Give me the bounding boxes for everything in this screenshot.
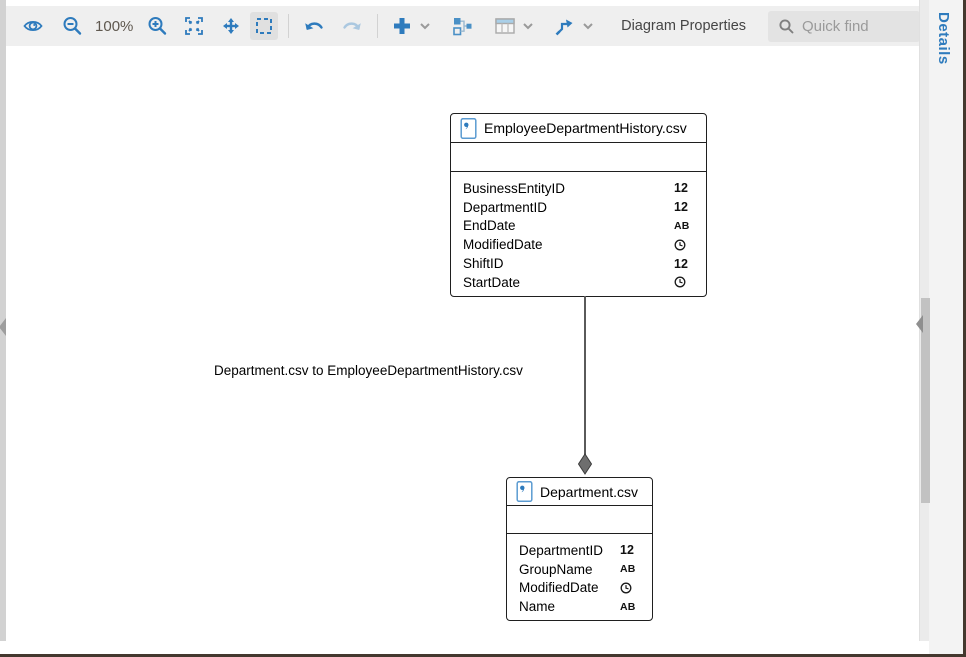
numeric-type-icon: 12 bbox=[674, 200, 688, 215]
entity-key-compartment[interactable] bbox=[451, 143, 706, 172]
field-type-glyph: 12 bbox=[674, 200, 694, 214]
relationship-diamond-end bbox=[577, 453, 593, 475]
entity-header[interactable]: Department.csv bbox=[507, 478, 652, 506]
field-type-glyph bbox=[620, 582, 640, 594]
diagram-properties-label[interactable]: Diagram Properties bbox=[621, 18, 747, 34]
entity-field-row[interactable]: ShiftID 12 bbox=[451, 254, 706, 273]
collapse-details-icon[interactable] bbox=[916, 315, 923, 333]
field-name: GroupName bbox=[519, 561, 593, 577]
entity-header[interactable]: EmployeeDepartmentHistory.csv bbox=[451, 114, 706, 143]
csv-file-icon bbox=[516, 481, 533, 502]
entity-field-row[interactable]: BusinessEntityID 12 bbox=[451, 179, 706, 198]
numeric-type-icon: 12 bbox=[620, 543, 634, 558]
string-type-icon: AB bbox=[620, 600, 636, 613]
quick-find-box[interactable] bbox=[767, 10, 920, 42]
entity-field-row[interactable]: StartDate bbox=[451, 273, 706, 292]
entity-field-row[interactable]: DepartmentID 12 bbox=[507, 541, 652, 560]
entity-title: EmployeeDepartmentHistory.csv bbox=[484, 120, 687, 136]
field-type-glyph: 12 bbox=[620, 543, 640, 557]
field-name: EndDate bbox=[463, 218, 516, 234]
tab-details[interactable]: Details bbox=[935, 12, 952, 65]
field-name: Name bbox=[519, 599, 556, 615]
scrollbar-thumb[interactable] bbox=[921, 298, 930, 503]
zoom-level[interactable]: 100% bbox=[95, 17, 134, 35]
collapse-left-icon[interactable] bbox=[0, 318, 6, 336]
diagram-canvas[interactable]: EmployeeDepartmentHistory.csv BusinessEn… bbox=[6, 46, 919, 641]
numeric-type-icon: 12 bbox=[674, 256, 688, 271]
redo-icon[interactable] bbox=[338, 12, 366, 40]
field-name: StartDate bbox=[463, 274, 521, 290]
entity-field-row[interactable]: DepartmentID 12 bbox=[451, 198, 706, 217]
relationship-connector[interactable] bbox=[584, 296, 586, 457]
chevron-down-icon[interactable] bbox=[416, 12, 434, 40]
clock-icon bbox=[674, 239, 686, 251]
field-type-glyph: AB bbox=[620, 601, 640, 613]
search-icon bbox=[779, 18, 794, 33]
entity-employeedepartmenthistory[interactable]: EmployeeDepartmentHistory.csv BusinessEn… bbox=[450, 113, 707, 297]
eye-icon[interactable] bbox=[19, 12, 47, 40]
window-border bbox=[0, 654, 966, 657]
details-panel: Details bbox=[929, 0, 963, 654]
toolbar-divider bbox=[287, 14, 289, 38]
string-type-icon: AB bbox=[620, 563, 636, 576]
field-type-glyph bbox=[674, 276, 694, 288]
toolbar-divider bbox=[377, 14, 379, 38]
clock-icon bbox=[620, 582, 632, 594]
field-name: BusinessEntityID bbox=[463, 180, 566, 196]
field-name: ModifiedDate bbox=[463, 237, 543, 253]
fit-screen-icon[interactable] bbox=[180, 12, 208, 40]
field-type-glyph: AB bbox=[674, 220, 694, 232]
field-type-glyph: 12 bbox=[674, 257, 694, 271]
field-name: DepartmentID bbox=[519, 542, 604, 558]
window-border bbox=[963, 0, 966, 657]
diagram-toolbar: 100% bbox=[6, 6, 920, 46]
move-icon[interactable] bbox=[217, 12, 245, 40]
field-type-glyph: 12 bbox=[674, 181, 694, 195]
entity-field-row[interactable]: GroupName AB bbox=[507, 560, 652, 579]
auto-layout-icon[interactable] bbox=[448, 12, 476, 40]
add-icon[interactable] bbox=[388, 12, 416, 40]
string-type-icon: AB bbox=[674, 219, 690, 232]
entity-field-row[interactable]: Name AB bbox=[507, 597, 652, 616]
quick-find-input[interactable] bbox=[801, 17, 907, 35]
csv-file-icon bbox=[460, 117, 477, 139]
undo-icon[interactable] bbox=[300, 12, 328, 40]
entity-field-row[interactable]: ModifiedDate bbox=[507, 579, 652, 598]
vertical-scrollbar[interactable] bbox=[916, 0, 930, 641]
entity-field-row[interactable]: EndDate AB bbox=[451, 217, 706, 236]
connector-style-icon[interactable] bbox=[551, 12, 579, 40]
marquee-select-icon[interactable] bbox=[250, 12, 279, 40]
left-splitter[interactable] bbox=[0, 0, 6, 641]
table-icon[interactable] bbox=[491, 12, 519, 40]
chevron-down-icon[interactable] bbox=[579, 12, 597, 40]
field-type-glyph bbox=[674, 239, 694, 251]
relationship-label[interactable]: Department.csv to EmployeeDepartmentHist… bbox=[214, 363, 523, 378]
zoom-out-icon[interactable] bbox=[58, 12, 86, 40]
entity-title: Department.csv bbox=[540, 483, 639, 500]
field-name: DepartmentID bbox=[463, 199, 548, 215]
field-type-glyph: AB bbox=[620, 563, 640, 575]
field-name: ModifiedDate bbox=[519, 580, 599, 596]
chevron-down-icon[interactable] bbox=[519, 12, 537, 40]
entity-key-compartment[interactable] bbox=[507, 506, 652, 534]
field-name: ShiftID bbox=[463, 256, 504, 272]
numeric-type-icon: 12 bbox=[674, 181, 688, 196]
zoom-in-icon[interactable] bbox=[143, 12, 171, 40]
entity-field-row[interactable]: ModifiedDate bbox=[451, 235, 706, 254]
clock-icon bbox=[674, 276, 686, 288]
